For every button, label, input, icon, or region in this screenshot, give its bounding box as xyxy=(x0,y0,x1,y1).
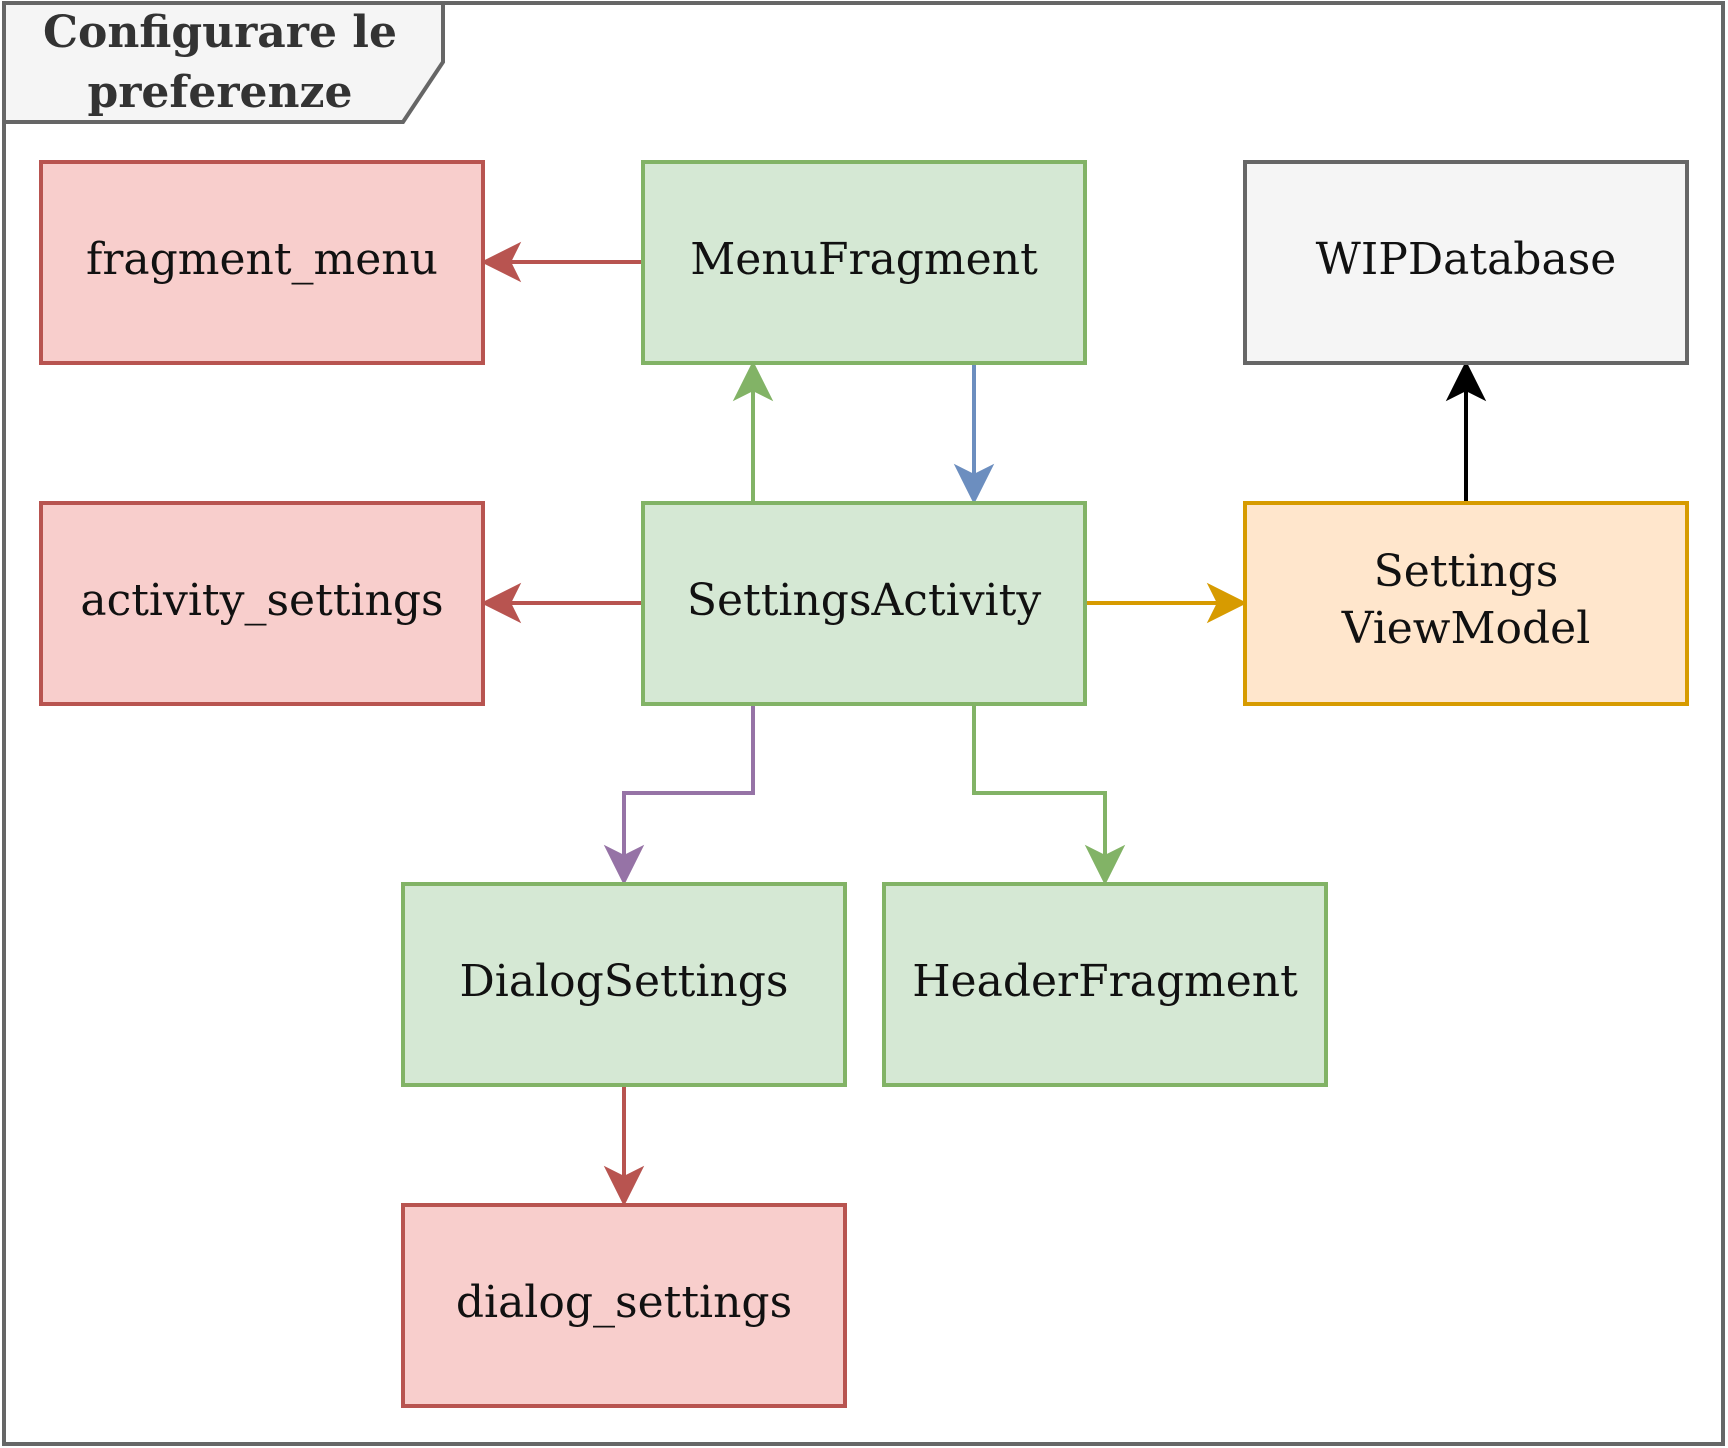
node-settings-activity: SettingsActivity xyxy=(641,501,1087,706)
arrowhead-headerfragment xyxy=(1084,844,1126,886)
svg-text:HeaderFragment: HeaderFragment xyxy=(912,956,1298,1007)
arrowhead-activity-settings xyxy=(480,582,522,624)
arrowhead-wipdatabase xyxy=(1445,360,1487,402)
node-label-line: dialog_settings xyxy=(456,1277,792,1328)
arrowhead-fragment-menu xyxy=(480,241,522,283)
frame-title-line-1: Configurare le xyxy=(43,7,397,58)
arrowhead-menufragment xyxy=(732,360,774,402)
svg-text:MenuFragment: MenuFragment xyxy=(690,234,1038,285)
svg-text:SettingsActivity: SettingsActivity xyxy=(687,575,1041,626)
frame-title-line-2: preferenze xyxy=(87,67,352,118)
node-label-line: ViewModel xyxy=(1341,603,1591,654)
node-label-line: Settings xyxy=(1374,546,1559,597)
arrowhead-dialogsettings xyxy=(603,844,645,886)
svg-text:activity_settings: activity_settings xyxy=(80,575,443,626)
arrowhead-dialog-settings-layout xyxy=(603,1165,645,1207)
frame-title-tab xyxy=(2,1,445,124)
node-label-line: SettingsActivity xyxy=(687,575,1041,626)
arrowhead-settingsviewmodel xyxy=(1206,582,1248,624)
svg-text:WIPDatabase: WIPDatabase xyxy=(1316,234,1617,285)
node-header-fragment: HeaderFragment xyxy=(882,882,1328,1087)
svg-text:DialogSettings: DialogSettings xyxy=(459,956,788,1007)
node-activity-settings: activity_settings xyxy=(39,501,485,706)
arrowhead-settingsactivity xyxy=(953,463,995,505)
node-fragment-menu: fragment_menu xyxy=(39,160,485,365)
edge-settingsactivity-to-dialogsettings xyxy=(622,704,755,856)
edges-group xyxy=(480,241,1487,1207)
node-label-line: DialogSettings xyxy=(459,956,788,1007)
node-menu-fragment: MenuFragment xyxy=(641,160,1087,365)
node-label-line: HeaderFragment xyxy=(912,956,1298,1007)
node-label-line: activity_settings xyxy=(80,575,443,626)
node-wip-database: WIPDatabase xyxy=(1243,160,1689,365)
node-label-line: WIPDatabase xyxy=(1316,234,1617,285)
edge-settingsactivity-to-headerfragment xyxy=(972,704,1107,856)
node-dialog-settings-class: DialogSettings xyxy=(401,882,847,1087)
node-label-line: MenuFragment xyxy=(690,234,1038,285)
node-dialog-settings-layout: dialog_settings xyxy=(401,1203,847,1408)
svg-text:dialog_settings: dialog_settings xyxy=(456,1277,792,1328)
svg-text:fragment_menu: fragment_menu xyxy=(86,234,438,285)
node-label-line: fragment_menu xyxy=(86,234,438,285)
